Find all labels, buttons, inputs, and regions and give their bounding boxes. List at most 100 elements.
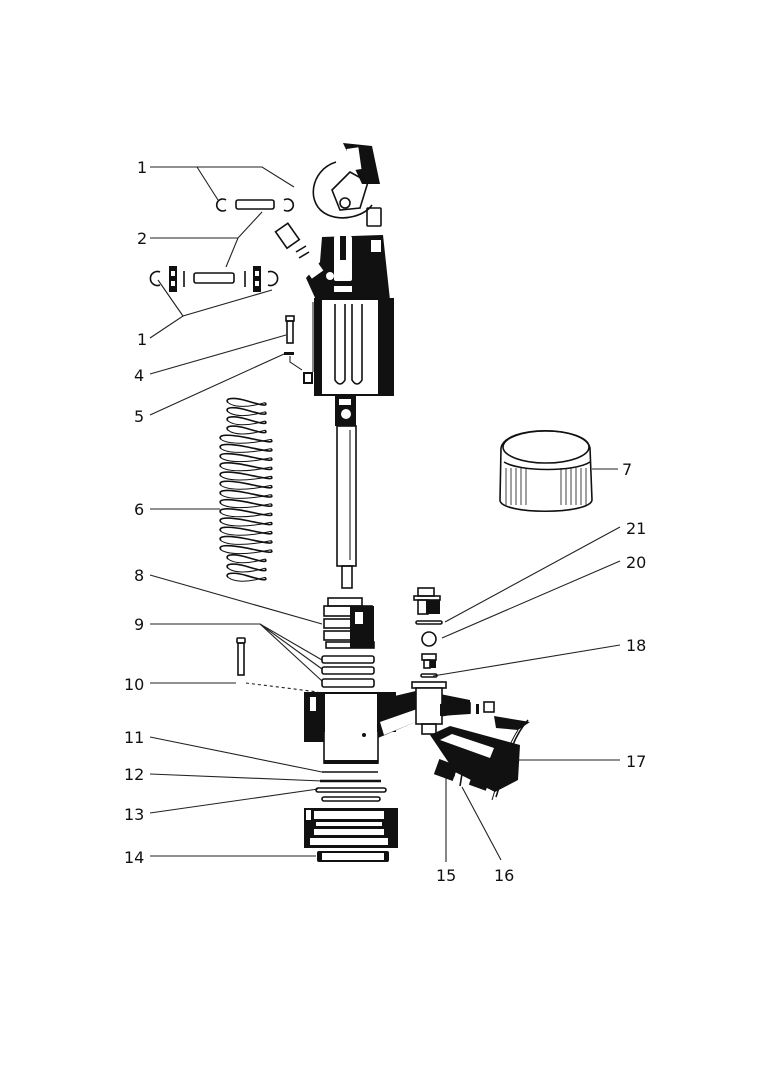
leader-2 <box>150 211 263 239</box>
spring-coil-back <box>227 558 266 564</box>
part-tee-fitting <box>411 681 495 735</box>
clip-block-right <box>253 266 261 292</box>
spring-coil <box>219 434 273 443</box>
e-clip-lower-left <box>149 270 161 287</box>
callout-8: 8 <box>134 566 144 585</box>
spring-coil-back <box>220 540 272 545</box>
spring-coil-back <box>227 411 266 417</box>
spring-coil-back <box>220 466 272 472</box>
callout-labels: 1 2 1 4 5 6 7 21 20 8 9 18 10 11 17 12 1… <box>124 158 646 885</box>
leader-21 <box>444 526 621 623</box>
spring-coil-back <box>220 494 272 499</box>
spring-coil-back <box>220 457 272 463</box>
callout-16: 16 <box>494 866 514 885</box>
leader-12 <box>149 773 323 782</box>
part-collar-7 <box>499 429 593 512</box>
part-handle-lever <box>274 143 382 259</box>
spring-coil-back <box>220 475 272 481</box>
leader-1a <box>150 166 295 188</box>
pin-upper <box>235 199 275 210</box>
callout-18: 18 <box>626 636 646 655</box>
callout-4: 4 <box>134 366 144 385</box>
part-bolt-10 <box>236 637 246 676</box>
e-clip-upper-left <box>215 198 227 212</box>
spring-coil <box>226 425 267 434</box>
pin-lower <box>193 272 235 284</box>
spring-coil <box>219 452 273 462</box>
spring-coil <box>219 471 273 480</box>
part-clip-16 <box>459 773 463 787</box>
leader-9-b <box>259 623 323 670</box>
callout-7: 7 <box>622 460 632 479</box>
part-coupling-nut <box>304 808 398 848</box>
leader-5 <box>149 353 285 416</box>
spring-coil-back <box>220 549 272 555</box>
callout-9: 9 <box>134 615 144 634</box>
callout-10: 10 <box>124 675 144 694</box>
part-seal-14 <box>317 851 389 862</box>
spring-coil <box>219 443 273 452</box>
leader-10-dash <box>245 682 319 693</box>
spring-coil-back <box>220 438 272 444</box>
spring-coil <box>219 544 273 554</box>
leader-4 <box>149 334 287 375</box>
spring-coil <box>219 508 273 517</box>
spring-coil <box>219 489 273 498</box>
callout-2: 2 <box>137 229 147 248</box>
leader-9-c <box>259 623 323 682</box>
part-ring-13 <box>315 787 387 802</box>
spring-coil-back <box>220 512 272 518</box>
callout-1-top: 1 <box>137 158 147 177</box>
leader-9 <box>150 623 323 661</box>
spring-coil-back <box>227 567 266 573</box>
spring-coil <box>226 563 267 572</box>
leader-18 <box>432 644 621 677</box>
leader-2-branch <box>225 237 239 268</box>
clip-block-left <box>169 266 177 292</box>
spring-coil-back <box>227 420 266 426</box>
part-guard-17 <box>491 716 530 801</box>
spring-coil <box>219 480 273 489</box>
spring-coil-back <box>220 530 272 536</box>
callout-21: 21 <box>626 519 646 538</box>
part-ball-20 <box>421 631 437 647</box>
callout-11: 11 <box>124 728 144 747</box>
part-valve-8 <box>323 597 375 649</box>
part-coupler-body-upper <box>302 235 390 300</box>
part-washer-5 <box>284 352 303 371</box>
spring-coil-back <box>227 576 266 582</box>
callout-1-bottom: 1 <box>137 330 147 349</box>
e-clip-upper-right <box>283 198 295 212</box>
part-insert-18 <box>420 653 438 678</box>
leader-lines <box>149 166 621 862</box>
leader-11 <box>149 736 323 773</box>
spring-coil <box>226 572 267 581</box>
spring-coil-back <box>220 448 272 453</box>
part-bolt-4 <box>285 315 295 344</box>
spring-coil <box>219 517 273 526</box>
spring-coil-back <box>220 503 272 509</box>
spring-coil <box>219 526 273 535</box>
part-spring-6 <box>219 397 273 582</box>
spring-coil <box>219 535 273 544</box>
part-outlet-arm <box>430 726 520 792</box>
callout-6: 6 <box>134 500 144 519</box>
spring-coil <box>226 406 267 416</box>
leader-13 <box>149 788 319 814</box>
callout-13: 13 <box>124 805 144 824</box>
part-piston-rod <box>335 396 357 589</box>
part-gasket-21 <box>415 620 443 625</box>
spring-coil <box>219 498 273 508</box>
part-rings-9 <box>321 655 375 688</box>
leader-8 <box>149 574 323 625</box>
callout-12: 12 <box>124 765 144 784</box>
part-coupler-housing <box>303 298 394 396</box>
callout-20: 20 <box>626 553 646 572</box>
spring-coil-back <box>220 521 272 527</box>
e-clip-lower-right <box>267 270 279 287</box>
callout-14: 14 <box>124 848 144 867</box>
spring-coil-back <box>227 429 266 435</box>
callout-15: 15 <box>436 866 456 885</box>
leader-1b <box>149 289 273 339</box>
